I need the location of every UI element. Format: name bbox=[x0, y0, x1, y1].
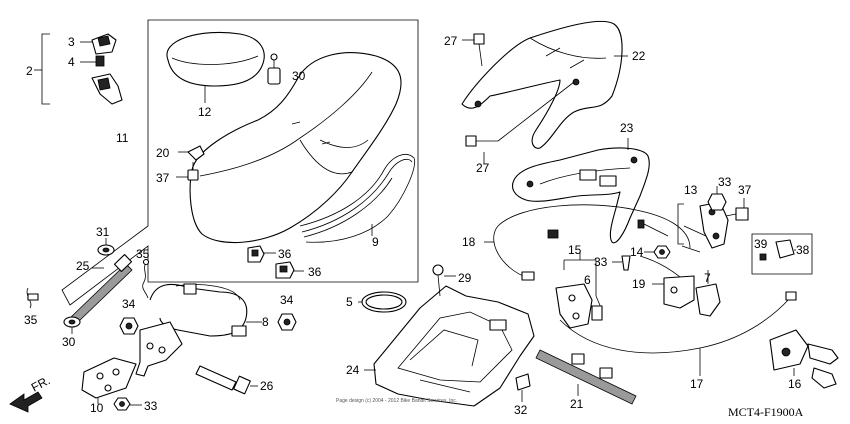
latch-15 bbox=[555, 283, 593, 329]
label-4: 4 bbox=[68, 55, 75, 69]
label-25: 25 bbox=[76, 259, 90, 273]
seat-band bbox=[299, 154, 416, 243]
label-30: 30 bbox=[62, 335, 76, 349]
label-11: 11 bbox=[116, 131, 129, 145]
bracket-15 bbox=[564, 259, 597, 296]
bracket-7 bbox=[695, 270, 721, 317]
spring-13 bbox=[681, 201, 729, 253]
screw-4 bbox=[80, 55, 105, 67]
nut-14 bbox=[644, 245, 671, 259]
seat-assembly-frame bbox=[61, 19, 419, 306]
key-cylinder bbox=[769, 329, 839, 389]
bracket-19 bbox=[652, 275, 695, 309]
label-34: 34 bbox=[122, 297, 136, 311]
label-8: 8 bbox=[262, 315, 269, 329]
label-35: 35 bbox=[136, 247, 150, 261]
label-3: 3 bbox=[68, 35, 75, 49]
label-30: 31 bbox=[96, 225, 110, 239]
front-direction-arrow bbox=[9, 391, 43, 413]
label-27: 27 bbox=[476, 161, 490, 175]
label-39: 39 bbox=[754, 237, 768, 251]
bolt-26 bbox=[195, 365, 258, 395]
bracket-2 bbox=[41, 33, 50, 105]
pillion-pad bbox=[166, 31, 265, 103]
screw-near-carrier bbox=[637, 219, 669, 237]
rod-21 bbox=[535, 349, 637, 405]
label-20: 20 bbox=[156, 146, 170, 160]
o-ring-5 bbox=[358, 291, 407, 313]
washer-30-lower bbox=[63, 316, 81, 334]
rubber-36-b bbox=[275, 261, 304, 279]
hinge-bracket bbox=[135, 283, 262, 377]
bolt-27-lower bbox=[465, 81, 575, 164]
label-12: 12 bbox=[198, 105, 212, 119]
clip-35-lower bbox=[26, 287, 39, 309]
bolt-37-left bbox=[176, 162, 199, 181]
label-37: 37 bbox=[738, 183, 752, 197]
bolt-28 bbox=[267, 53, 281, 85]
label-23: 23 bbox=[620, 121, 634, 135]
label-21: 21 bbox=[570, 397, 584, 411]
label-9: 9 bbox=[372, 235, 379, 249]
washer-30-upper bbox=[97, 238, 115, 256]
label-10: 10 bbox=[90, 401, 104, 415]
label-31: 32 bbox=[514, 403, 528, 417]
label-36: 36 bbox=[278, 247, 292, 261]
grab-rail bbox=[461, 20, 628, 149]
label-18: 18 bbox=[462, 235, 476, 249]
box-38-39 bbox=[751, 233, 813, 275]
bolt-29 bbox=[432, 264, 456, 297]
clip-20 bbox=[178, 145, 205, 161]
bolt-37-right bbox=[725, 198, 749, 221]
label-32: 33 bbox=[594, 255, 608, 269]
spring-6 bbox=[591, 295, 603, 321]
nut-33-upper bbox=[707, 186, 727, 211]
label-27: 27 bbox=[444, 34, 458, 48]
label-5: 5 bbox=[346, 295, 353, 309]
diagram-code: MCT4-F1900A bbox=[728, 405, 804, 419]
label-13: 13 bbox=[684, 183, 698, 197]
label-17: 17 bbox=[690, 377, 704, 391]
label-35: 35 bbox=[24, 313, 38, 327]
luggage-box bbox=[364, 285, 535, 407]
label-15: 15 bbox=[568, 243, 582, 257]
main-seat bbox=[189, 52, 402, 244]
nut-33-lower bbox=[113, 397, 142, 411]
clip-31 bbox=[515, 373, 531, 402]
label-7: 7 bbox=[704, 271, 711, 285]
bracket-13 bbox=[677, 203, 684, 245]
nut-34-left bbox=[119, 317, 139, 335]
label-29: 29 bbox=[458, 271, 472, 285]
label-33: 33 bbox=[718, 175, 732, 189]
label-2: 2 bbox=[26, 64, 33, 78]
plate-10 bbox=[81, 357, 137, 404]
seat-lock-cable bbox=[484, 204, 797, 376]
label-33: 33 bbox=[144, 399, 158, 413]
label-19: 19 bbox=[632, 277, 646, 291]
label-28: 30 bbox=[292, 69, 306, 83]
spring-35-upper bbox=[142, 258, 150, 299]
lock-body bbox=[91, 73, 123, 105]
label-22: 22 bbox=[632, 49, 646, 63]
label-34: 34 bbox=[280, 293, 294, 307]
label-16: 16 bbox=[788, 377, 802, 391]
label-14: 14 bbox=[630, 245, 644, 259]
label-26: 26 bbox=[260, 379, 274, 393]
lock-cover-3 bbox=[80, 33, 117, 55]
label-37: 37 bbox=[156, 171, 170, 185]
label-38: 38 bbox=[796, 243, 810, 257]
label-36: 36 bbox=[308, 265, 322, 279]
screw-32 bbox=[612, 255, 631, 271]
clip-near-carrier bbox=[547, 229, 559, 239]
rubber-36-a bbox=[247, 245, 276, 263]
nut-34-right bbox=[277, 313, 297, 331]
bolt-27-upper bbox=[462, 33, 485, 67]
label-6: 6 bbox=[584, 273, 591, 287]
copyright-note: Page design (c) 2004 - 2012 Bike Bandit … bbox=[336, 398, 457, 404]
rear-carrier bbox=[511, 138, 650, 244]
label-24: 24 bbox=[346, 363, 360, 377]
front-direction-label: FR. bbox=[29, 373, 53, 394]
